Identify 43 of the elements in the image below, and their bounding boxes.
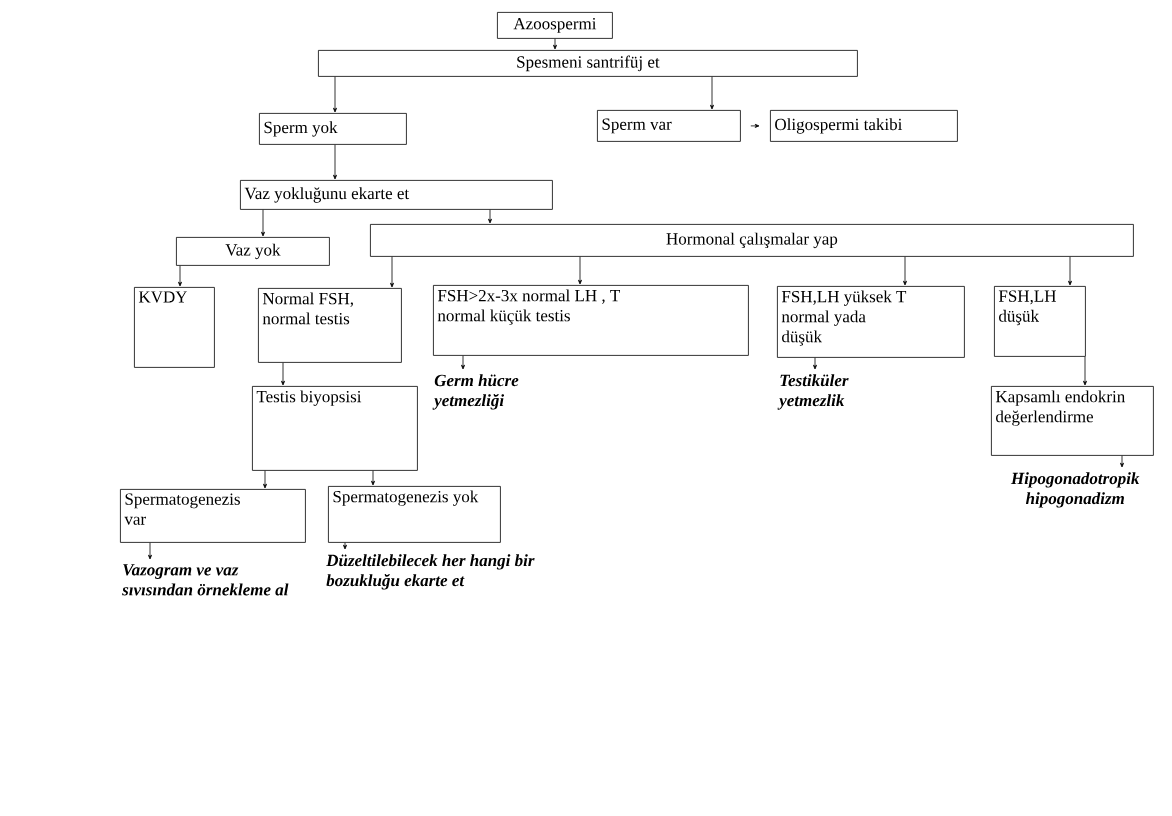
outcome-text: Vazogram ve vaz sıvısından örnekleme al	[122, 564, 289, 596]
arrow	[333, 144, 337, 180]
process-box: FSH,LH yüksek T normal yada düşük	[777, 286, 965, 358]
arrow	[578, 256, 582, 285]
process-box: Spermatogenezis var	[120, 489, 306, 543]
arrow	[750, 123, 760, 128]
process-box: Spesmeni santrifüj et	[318, 50, 858, 77]
arrow	[333, 76, 337, 113]
outcome-text: Hipogonadotropik hipogonadizm	[1010, 472, 1140, 508]
process-box: Oligospermi takibi	[770, 110, 958, 142]
arrow	[371, 470, 375, 486]
arrow	[553, 38, 557, 50]
process-box: Hormonal çalışmalar yap	[370, 224, 1134, 257]
arrow	[281, 362, 285, 386]
arrow	[461, 355, 465, 370]
arrow	[1068, 256, 1072, 286]
process-box: Azoospermi	[497, 12, 613, 39]
arrow	[813, 357, 817, 370]
arrow	[390, 256, 394, 288]
arrow	[1083, 356, 1087, 386]
arrow	[488, 209, 492, 224]
process-box: KVDY	[134, 287, 215, 368]
process-box: FSH,LH düşük	[994, 286, 1086, 357]
process-box: Vaz yokluğunu ekarte et	[240, 180, 553, 210]
outcome-text: Testiküler yetmezlik	[777, 374, 849, 410]
arrow	[903, 256, 907, 286]
arrow	[148, 542, 152, 560]
process-box: Kapsamlı endokrin değerlendirme	[991, 386, 1154, 456]
outcome-text: Düzeltilebilecek her hangi bir bozukluğu ekarte et	[326, 554, 535, 590]
arrow	[263, 470, 267, 489]
process-box: Normal FSH, normal testis	[258, 288, 402, 363]
process-box: Vaz yok	[176, 237, 330, 266]
process-box: Sperm yok	[259, 113, 407, 145]
process-box: Testis biyopsisi	[252, 386, 418, 471]
process-box: Spermatogenezis yok	[328, 486, 501, 543]
process-box: FSH>2x-3x normal LH , T normal küçük testis	[433, 285, 749, 356]
arrow	[1120, 455, 1124, 468]
arrow	[178, 265, 182, 287]
process-box: Sperm var	[597, 110, 741, 142]
arrow	[261, 209, 265, 237]
outcome-text: Germ hücre yetmezliği	[432, 374, 519, 410]
arrow	[710, 76, 714, 110]
arrow	[343, 542, 347, 550]
